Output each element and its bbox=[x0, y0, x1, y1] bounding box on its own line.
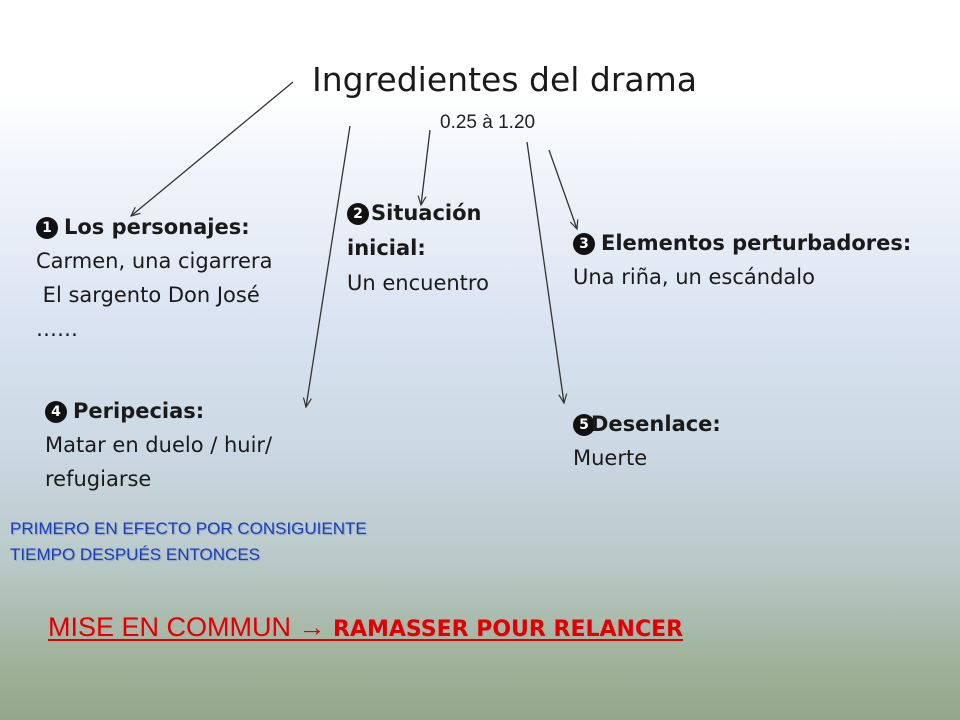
ingredient-line: refugiarse bbox=[45, 467, 152, 491]
ingredient-heading-cont: inicial: bbox=[347, 236, 426, 260]
arrow-to-peripecias bbox=[306, 125, 351, 407]
ingredient-line: Una riña, un escándalo bbox=[573, 265, 815, 289]
ingredient-peripecias: 4 Peripecias: Matar en duelo / huir/ refu… bbox=[45, 394, 272, 496]
ingredient-heading: Peripecias: bbox=[73, 399, 205, 423]
ingredient-heading: Elementos perturbadores: bbox=[601, 231, 912, 255]
ingredient-line: …… bbox=[36, 317, 78, 341]
arrow-to-situacion bbox=[421, 129, 431, 205]
number-4-icon: 4 bbox=[45, 401, 67, 423]
ingredient-line: Un encuentro bbox=[347, 271, 489, 295]
arrow-to-desenlace bbox=[526, 141, 564, 403]
footer-instruction: MISE EN COMMUN → RAMASSER POUR RELANCER bbox=[48, 612, 683, 643]
ingredient-line: Matar en duelo / huir/ bbox=[45, 433, 273, 457]
connector-line: PRIMERO EN EFECTO POR CONSIGUIENTE bbox=[10, 519, 367, 538]
ingredient-elementos: 3 Elementos perturbadores: Una riña, un e… bbox=[573, 226, 911, 294]
connector-words: PRIMERO EN EFECTO POR CONSIGUIENTE TIEMP… bbox=[10, 516, 367, 568]
ingredient-heading: Los personajes: bbox=[64, 215, 250, 239]
ingredient-heading: Situación bbox=[371, 201, 482, 225]
ingredient-line: El sargento Don José bbox=[36, 283, 260, 307]
ingredient-personajes: 1 Los personajes: Carmen, una cigarrera E… bbox=[36, 210, 272, 346]
footer-part1: MISE EN COMMUN → bbox=[48, 612, 334, 642]
footer-part2: RAMASSER POUR RELANCER bbox=[333, 617, 684, 642]
arrow-to-personajes bbox=[131, 81, 294, 216]
number-3-icon: 3 bbox=[573, 233, 595, 255]
ingredient-line: Carmen, una cigarrera bbox=[36, 249, 273, 273]
number-2-icon: 2 bbox=[347, 203, 369, 225]
number-1-icon: 1 bbox=[36, 217, 58, 239]
ingredient-heading: Desenlace: bbox=[591, 412, 721, 436]
connector-line: TIEMPO DESPUÉS ENTONCES bbox=[10, 545, 261, 564]
ingredient-line: Muerte bbox=[573, 446, 648, 470]
number-5-icon: 5 bbox=[573, 414, 595, 436]
arrow-to-elementos bbox=[548, 149, 577, 229]
slide-title: Ingredientes del drama bbox=[312, 60, 698, 99]
time-range: 0.25 à 1.20 bbox=[440, 112, 536, 133]
